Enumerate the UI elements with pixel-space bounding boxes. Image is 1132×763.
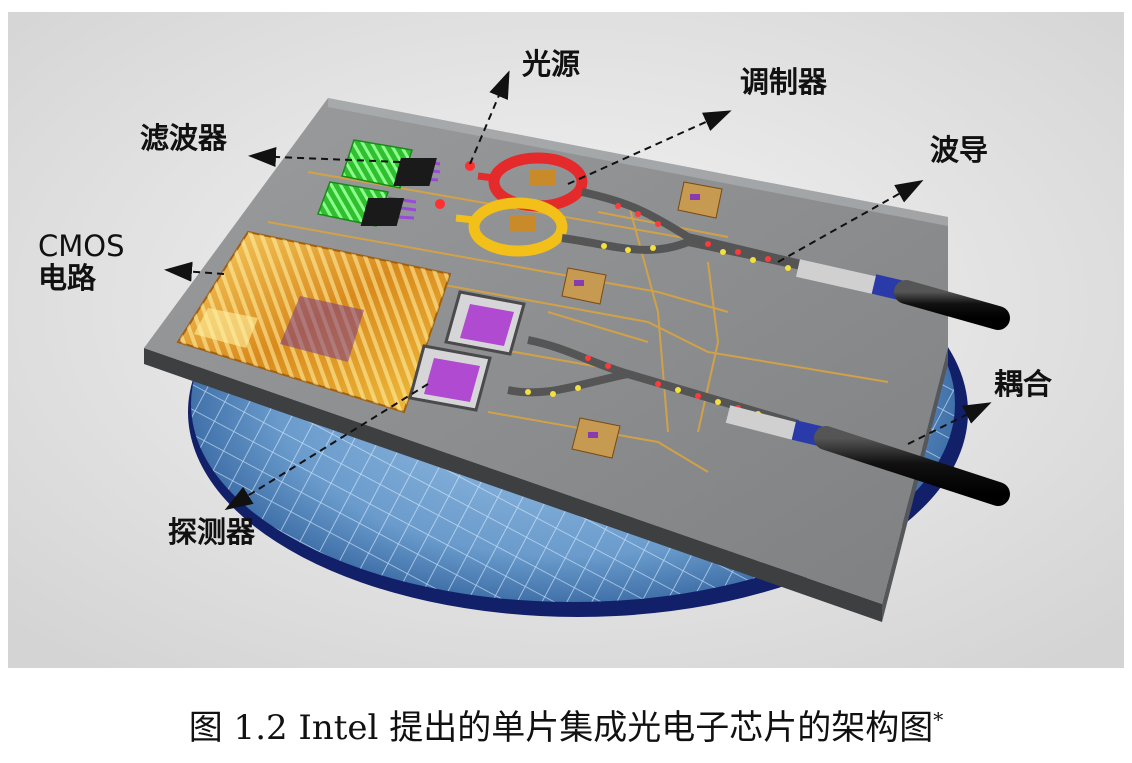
label-cmos-line2: 电路	[38, 261, 97, 296]
label-modulator: 调制器	[740, 65, 828, 99]
chip-substrate	[144, 98, 948, 604]
label-waveguide: 波导	[930, 133, 989, 167]
label-cmos-line1: CMOS	[38, 229, 125, 263]
label-detector: 探测器	[168, 515, 256, 549]
label-cmos: CMOS 电路	[38, 230, 125, 295]
label-light-source: 光源	[522, 47, 581, 81]
chip-front-edge	[144, 348, 882, 622]
label-filter: 滤波器	[140, 121, 228, 155]
label-coupling: 耦合	[994, 367, 1053, 401]
driver-chips	[561, 181, 723, 459]
fiber-cables	[725, 259, 1010, 506]
ring-modulators	[455, 152, 588, 257]
cmos-circuit-block	[176, 230, 452, 414]
caption-text: 图 1.2 Intel 提出的单片集成光电子芯片的架构图	[188, 708, 934, 748]
chip-architecture-figure: 光源 调制器 滤波器 波导 CMOS 电路 耦合 探测器	[8, 12, 1124, 668]
leader-arrows	[164, 70, 992, 511]
waveguides	[507, 188, 869, 428]
laser-source-block	[360, 158, 475, 226]
chip-right-edge	[882, 348, 948, 622]
caption-footnote-mark: *	[933, 707, 944, 732]
photodetectors	[408, 290, 526, 412]
figure-caption: 图 1.2 Intel 提出的单片集成光电子芯片的架构图*	[0, 700, 1132, 749]
